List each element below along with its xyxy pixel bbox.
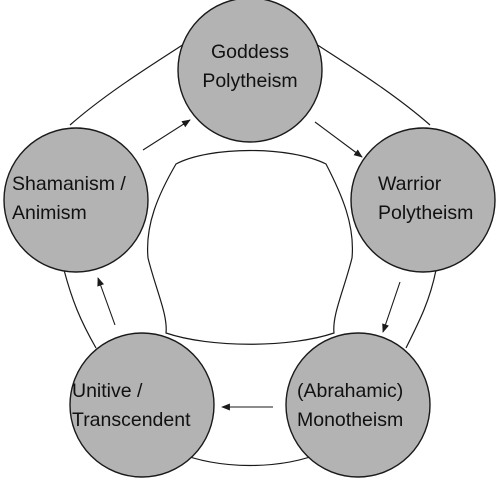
node-circle-unitive [69,332,215,478]
outer-band [63,41,437,467]
node-label-warrior-line-2: Polytheism [378,202,473,224]
node-shamanism: Shamanism / Animism [3,127,149,273]
node-circle-monotheism [285,332,431,478]
node-label-shamanism-line-1: Shamanism / [12,173,126,195]
node-label-unitive-line-2: Transcendent [72,409,191,431]
nodes-layer: GoddessPolytheismWarriorPolytheism(Abrah… [3,0,496,478]
node-monotheism: (Abrahamic) Monotheism [285,332,431,478]
arrow-goddess-to-warrior [314,121,363,158]
node-label-warrior-line-1: Warrior [378,173,442,195]
arrow-warrior-to-monotheism [382,281,401,333]
node-label-goddess-line-1: Goddess [211,41,289,63]
node-label-shamanism-line-2: Animism [12,202,87,224]
node-label-unitive-line-1: Unitive / [72,380,143,402]
node-circle-goddess [177,0,323,143]
arrow-shamanism-to-goddess [142,119,191,151]
arrow-unitive-to-shamanism [97,277,116,326]
node-label-monotheism-line-1: (Abrahamic) [297,380,403,402]
node-circle-shamanism [3,127,149,273]
node-unitive: Unitive / Transcendent [69,332,215,478]
node-label-goddess-line-2: Polytheism [202,70,297,92]
node-circle-warrior [350,127,496,273]
node-label-monotheism-line-2: Monotheism [297,409,403,431]
edges-layer [97,119,401,411]
inner-band [146,149,354,345]
